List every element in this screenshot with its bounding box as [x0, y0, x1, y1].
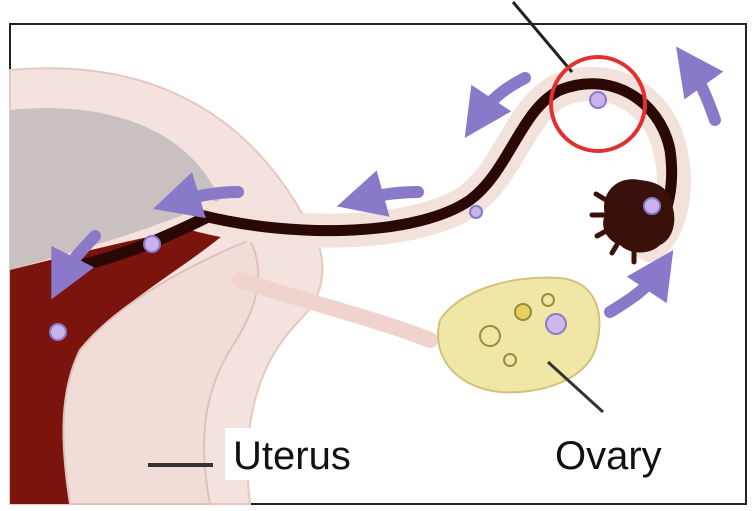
egg-icon	[144, 236, 160, 252]
egg-icon	[50, 324, 66, 340]
ovary-label: Ovary	[555, 436, 662, 476]
egg-icon	[590, 92, 606, 108]
egg-icon	[470, 206, 482, 218]
uterus-label: Uterus	[233, 436, 351, 476]
egg-icon	[644, 198, 660, 214]
